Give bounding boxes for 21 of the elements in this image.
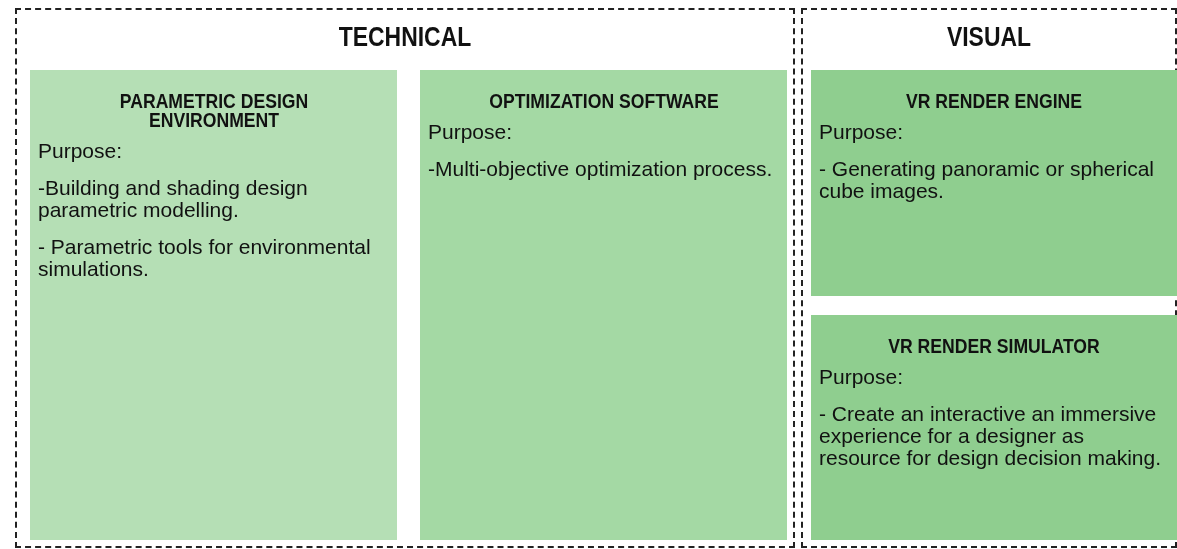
purpose-label: Purpose: [819, 121, 905, 143]
card-heading: VR RENDER SIMULATOR [887, 337, 1101, 356]
bullet-text: - Generating panoramic or spherical cube images. [819, 158, 1155, 202]
bullet-text: -Multi-objective optimization process. [428, 158, 774, 180]
info-card [420, 70, 787, 540]
purpose-label: Purpose: [819, 366, 905, 388]
section-heading: VISUAL [945, 22, 1033, 53]
bullet-text: - Create an interactive an immersive experience for a designer as resource for design decision making. [819, 403, 1162, 469]
bullet-text: - Parametric tools for environmental simulations. [38, 236, 372, 280]
purpose-label: Purpose: [38, 140, 124, 162]
section-panel [801, 8, 1177, 548]
card-heading: PARAMETRIC DESIGN ENVIRONMENT [118, 92, 309, 130]
info-card [30, 70, 397, 540]
info-card [811, 70, 1177, 296]
card-heading: VR RENDER ENGINE [905, 92, 1083, 111]
bullet-text: -Building and shading design parametric modelling. [38, 177, 309, 221]
section-panel [15, 8, 795, 548]
purpose-label: Purpose: [428, 121, 514, 143]
card-heading: OPTIMIZATION SOFTWARE [487, 92, 720, 111]
section-heading: TECHNICAL [337, 22, 473, 53]
info-card [811, 315, 1177, 540]
